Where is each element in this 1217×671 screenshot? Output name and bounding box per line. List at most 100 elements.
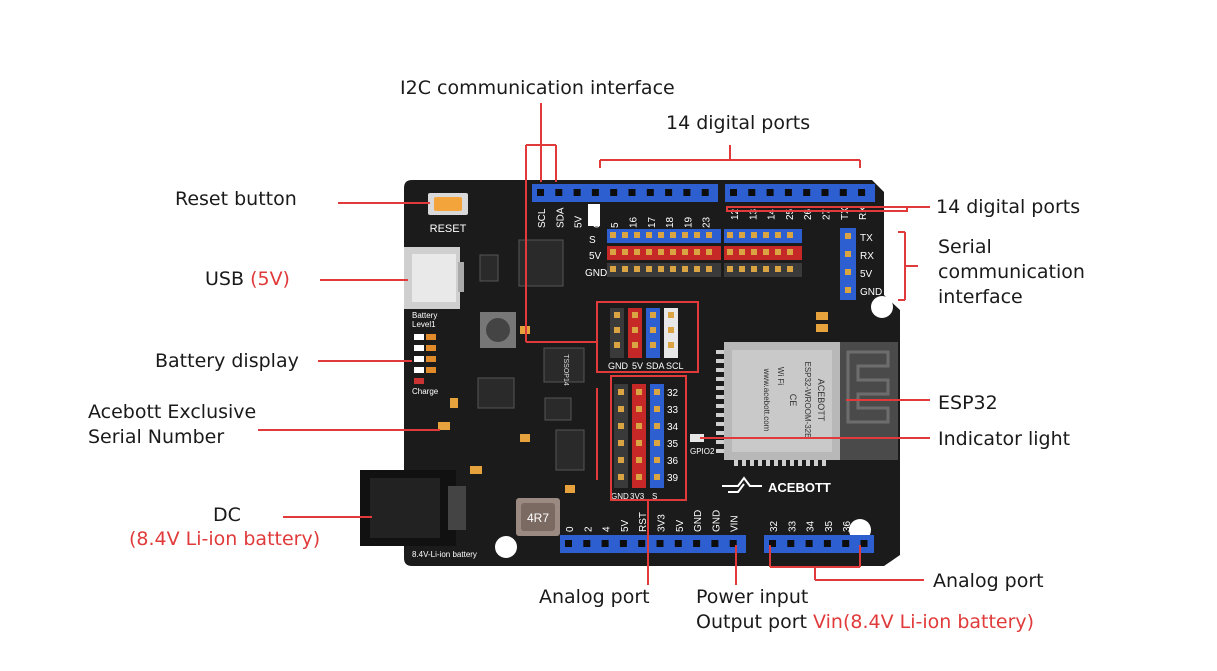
header-label: RX xyxy=(858,206,869,220)
pin xyxy=(682,232,688,238)
pin xyxy=(763,266,769,272)
callout-usb-voltage: (5V) xyxy=(250,268,290,290)
svg-text:www.acebott.com: www.acebott.com xyxy=(762,368,771,432)
header-pin xyxy=(619,540,627,547)
callout-serial-1: Serial xyxy=(938,236,992,258)
module-pad xyxy=(806,460,810,466)
svg-text:TSSOP14: TSSOP14 xyxy=(562,354,569,386)
header-label: 2 xyxy=(583,526,594,532)
pin xyxy=(706,232,712,238)
module-pad xyxy=(790,460,794,466)
module-pad xyxy=(774,460,778,466)
pin xyxy=(658,266,664,272)
module-pad xyxy=(758,460,762,466)
analog-number: 35 xyxy=(667,439,679,450)
pin xyxy=(845,251,851,257)
header-pin xyxy=(646,189,654,196)
sensor-header-block: S 5V GND xyxy=(585,229,802,279)
callout-battery-display: Battery display xyxy=(155,350,299,372)
header-label: 12 xyxy=(730,208,741,220)
svg-text:ACEBOTT: ACEBOTT xyxy=(816,379,826,422)
header-pin xyxy=(638,540,646,547)
pin xyxy=(763,232,769,238)
callout-esp32: ESP32 xyxy=(938,392,998,414)
pin xyxy=(775,249,781,255)
callout-dc-battery: (8.4V Li-ion battery) xyxy=(129,528,321,550)
svg-text:ESP32-WROOM-32E: ESP32-WROOM-32E xyxy=(803,362,812,439)
pin xyxy=(751,249,757,255)
module-pad xyxy=(716,377,724,381)
callout-analog-bottom: Analog port xyxy=(539,586,650,608)
pin xyxy=(658,249,664,255)
header-pin xyxy=(565,540,572,547)
analog-number: 39 xyxy=(667,473,679,484)
header-label: 34 xyxy=(806,520,817,532)
pin xyxy=(636,440,642,446)
pin xyxy=(618,406,624,412)
header-pin xyxy=(537,189,544,196)
pin xyxy=(618,440,624,446)
header-pin xyxy=(839,189,847,196)
module-pad xyxy=(716,395,724,399)
pin xyxy=(610,266,616,272)
bottom-left-header xyxy=(560,535,746,553)
svg-text:Charge: Charge xyxy=(412,387,439,396)
svg-text:SDA: SDA xyxy=(646,361,665,371)
pin xyxy=(670,266,676,272)
pin xyxy=(610,232,616,238)
indicator-led xyxy=(690,434,704,442)
header-pin xyxy=(701,189,709,196)
pin xyxy=(787,249,793,255)
module-pad xyxy=(750,460,754,466)
pin xyxy=(614,312,620,318)
callout-power-input: Power input xyxy=(696,586,809,608)
callout-output-port: Output port Vin(8.4V Li-ion battery) xyxy=(696,610,1034,634)
analog-number: 33 xyxy=(667,405,679,416)
header-label: 18 xyxy=(665,216,676,228)
pin xyxy=(845,287,851,293)
header-pin xyxy=(683,189,691,196)
header-label: 13 xyxy=(748,208,759,220)
pin xyxy=(654,389,660,395)
pin xyxy=(694,249,700,255)
pin xyxy=(622,249,628,255)
pin xyxy=(668,342,674,348)
pin xyxy=(646,266,652,272)
header-pin xyxy=(583,540,591,547)
pin xyxy=(845,233,851,239)
header-label: 19 xyxy=(683,216,694,228)
header-label: 3V3 xyxy=(657,514,668,532)
header-label: 4 xyxy=(602,526,613,532)
header-label: GND xyxy=(711,510,722,532)
header-label: 35 xyxy=(824,520,835,532)
pin xyxy=(668,327,674,333)
pin xyxy=(658,232,664,238)
header-pin xyxy=(823,540,831,547)
header-label: 23 xyxy=(702,216,713,228)
module-pad xyxy=(716,431,724,435)
header-pin xyxy=(610,189,618,196)
pin xyxy=(634,232,640,238)
pin xyxy=(650,342,656,348)
svg-text:4R7: 4R7 xyxy=(527,511,549,525)
top-right-header xyxy=(725,184,875,202)
esp32-module: www.acebott.com CE ESP32-WROOM-32E ACEBO… xyxy=(716,342,898,466)
pin xyxy=(706,266,712,272)
module-pad xyxy=(734,460,738,466)
pin xyxy=(739,249,745,255)
header-pin xyxy=(769,540,776,547)
pin xyxy=(682,266,688,272)
header-label: SCL xyxy=(537,208,548,228)
header-label: SDA xyxy=(555,207,566,228)
header-pin xyxy=(729,540,737,547)
header-label: 14 xyxy=(767,208,778,220)
header-pin xyxy=(665,189,673,196)
mounting-hole xyxy=(495,536,517,558)
pin xyxy=(682,249,688,255)
pin xyxy=(670,232,676,238)
pin xyxy=(636,423,642,429)
pin xyxy=(694,232,700,238)
module-pad xyxy=(766,460,770,466)
